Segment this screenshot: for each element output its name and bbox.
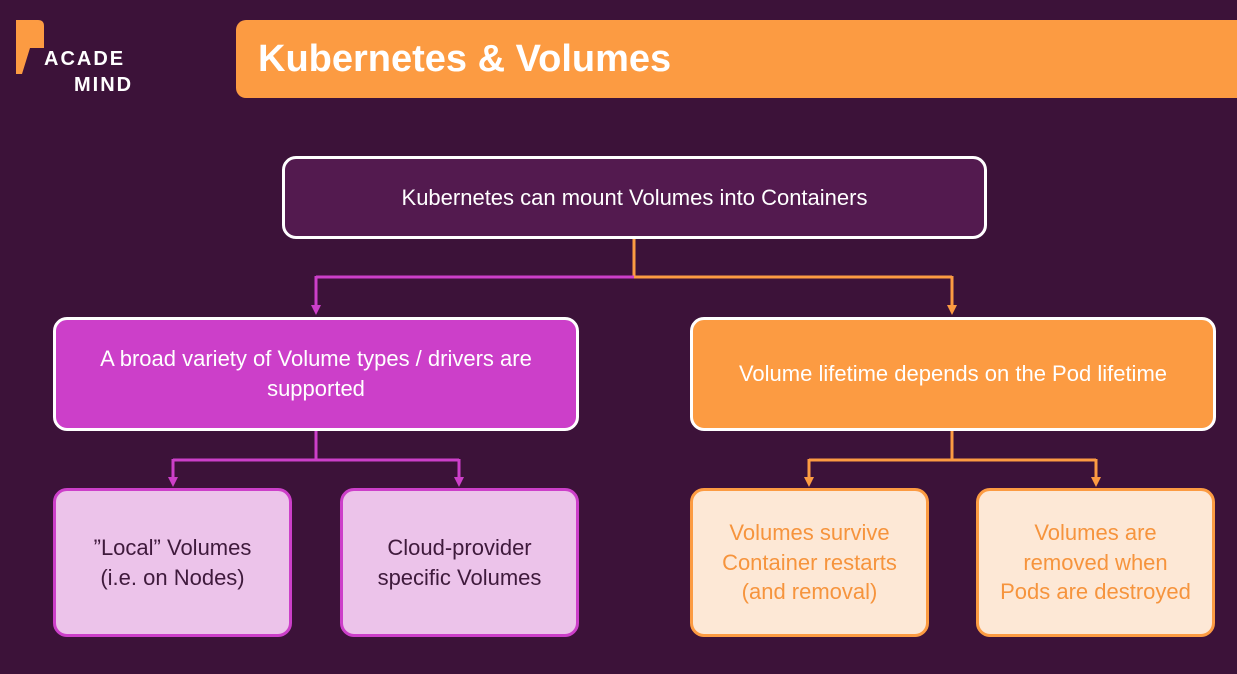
academind-logo: ACADE MIND [14, 18, 154, 98]
volume-lifetime-label: Volume lifetime depends on the Pod lifet… [738, 361, 1168, 387]
removed-with-pods-label: Volumes are removed when Pods are destro… [1000, 519, 1191, 605]
volume-types-node: A broad variety of Volume types / driver… [53, 317, 579, 431]
root-node-label: Kubernetes can mount Volumes into Contai… [401, 184, 868, 210]
survive-restarts-node: Volumes survive Container restarts (and … [690, 488, 929, 637]
cloud-volumes-label: Cloud-provider specific Volumes [377, 534, 542, 590]
local-volumes-label: ”Local” Volumes (i.e. on Nodes) [93, 534, 252, 590]
survive-restarts-label: Volumes survive Container restarts (and … [722, 519, 897, 605]
local-volumes-node: ”Local” Volumes (i.e. on Nodes) [53, 488, 292, 637]
cloud-volumes-node: Cloud-provider specific Volumes [340, 488, 579, 637]
logo-mark-icon [16, 20, 44, 74]
left-branch-connector [168, 431, 464, 487]
title-bar: Kubernetes & Volumes [236, 20, 1237, 98]
page-title: Kubernetes & Volumes [258, 38, 672, 80]
root-node: Kubernetes can mount Volumes into Contai… [282, 156, 987, 239]
logo-text-line1: ACADE [44, 48, 126, 70]
volume-types-label: A broad variety of Volume types / driver… [100, 346, 532, 401]
volume-lifetime-node: Volume lifetime depends on the Pod lifet… [690, 317, 1216, 431]
right-branch-connector [804, 431, 1101, 487]
logo-text-line2: MIND [74, 74, 134, 96]
removed-with-pods-node: Volumes are removed when Pods are destro… [976, 488, 1215, 637]
root-connector [311, 239, 957, 315]
